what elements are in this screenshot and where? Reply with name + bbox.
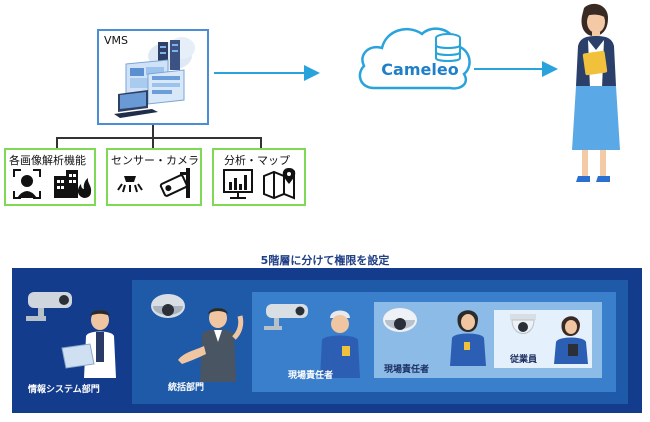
feature-box-analytics-map: 分析・マップ: [212, 148, 306, 206]
bullet-camera-icon: [264, 304, 308, 330]
tier-label-it-dept: 情報システム部門: [28, 385, 100, 395]
it-staff-illustration: [61, 310, 116, 378]
feature-box-sensor-camera: センサー・カメラ: [106, 148, 202, 206]
tier-label-site-manager-1: 現場責任者: [288, 371, 334, 381]
site-supervisor-helmet-illustration: [320, 310, 360, 378]
tier-label-site-manager-2: 現場責任者: [384, 365, 430, 375]
feature-label: 各画像解析機能: [9, 154, 86, 167]
connector-stem: [152, 125, 154, 138]
tier-label-employee: 従業員: [510, 355, 538, 365]
vms-label: VMS: [104, 34, 128, 47]
feature-label: センサー・カメラ: [111, 154, 199, 167]
camera-icon: [159, 168, 190, 198]
manager-illustration: [178, 308, 244, 382]
dome-camera-icon: [151, 294, 185, 318]
analytics-chart-icon: [223, 169, 253, 199]
employee-woman-illustration: [554, 316, 588, 364]
dome-camera-icon: [383, 308, 417, 332]
connector-right: [260, 137, 262, 149]
bullet-camera-icon: [26, 292, 72, 321]
arrow-head-icon: [304, 65, 320, 81]
cameleo-label: Cameleo: [381, 60, 459, 79]
turret-camera-icon: [510, 314, 536, 334]
connector-left: [56, 137, 58, 149]
connector-mid: [152, 137, 154, 149]
permission-banner: 情報システム部門 統括部門 現場責任者 現場責任者: [12, 268, 642, 413]
vms-server-laptop-icon: [114, 37, 195, 118]
map-pin-icon: [263, 168, 296, 200]
site-manager-woman-illustration: [450, 310, 486, 366]
building-fire-icon: [54, 170, 92, 198]
user-woman-illustration: [572, 3, 620, 182]
cloud-icon: [358, 27, 471, 90]
feature-label: 分析・マップ: [224, 154, 290, 167]
connector-bar: [56, 137, 262, 139]
sensor-icon: [117, 176, 143, 193]
arrow-cloud-to-user: [474, 68, 546, 70]
tier-label-management-dept: 統括部門: [168, 383, 205, 393]
arrow-vms-to-cloud: [214, 72, 308, 74]
feature-box-image-analysis: 各画像解析機能: [4, 148, 96, 206]
banner-title: 5階層に分けて権限を設定: [260, 254, 390, 267]
arrow-head-icon: [542, 61, 558, 77]
face-recognition-icon: [13, 169, 41, 199]
